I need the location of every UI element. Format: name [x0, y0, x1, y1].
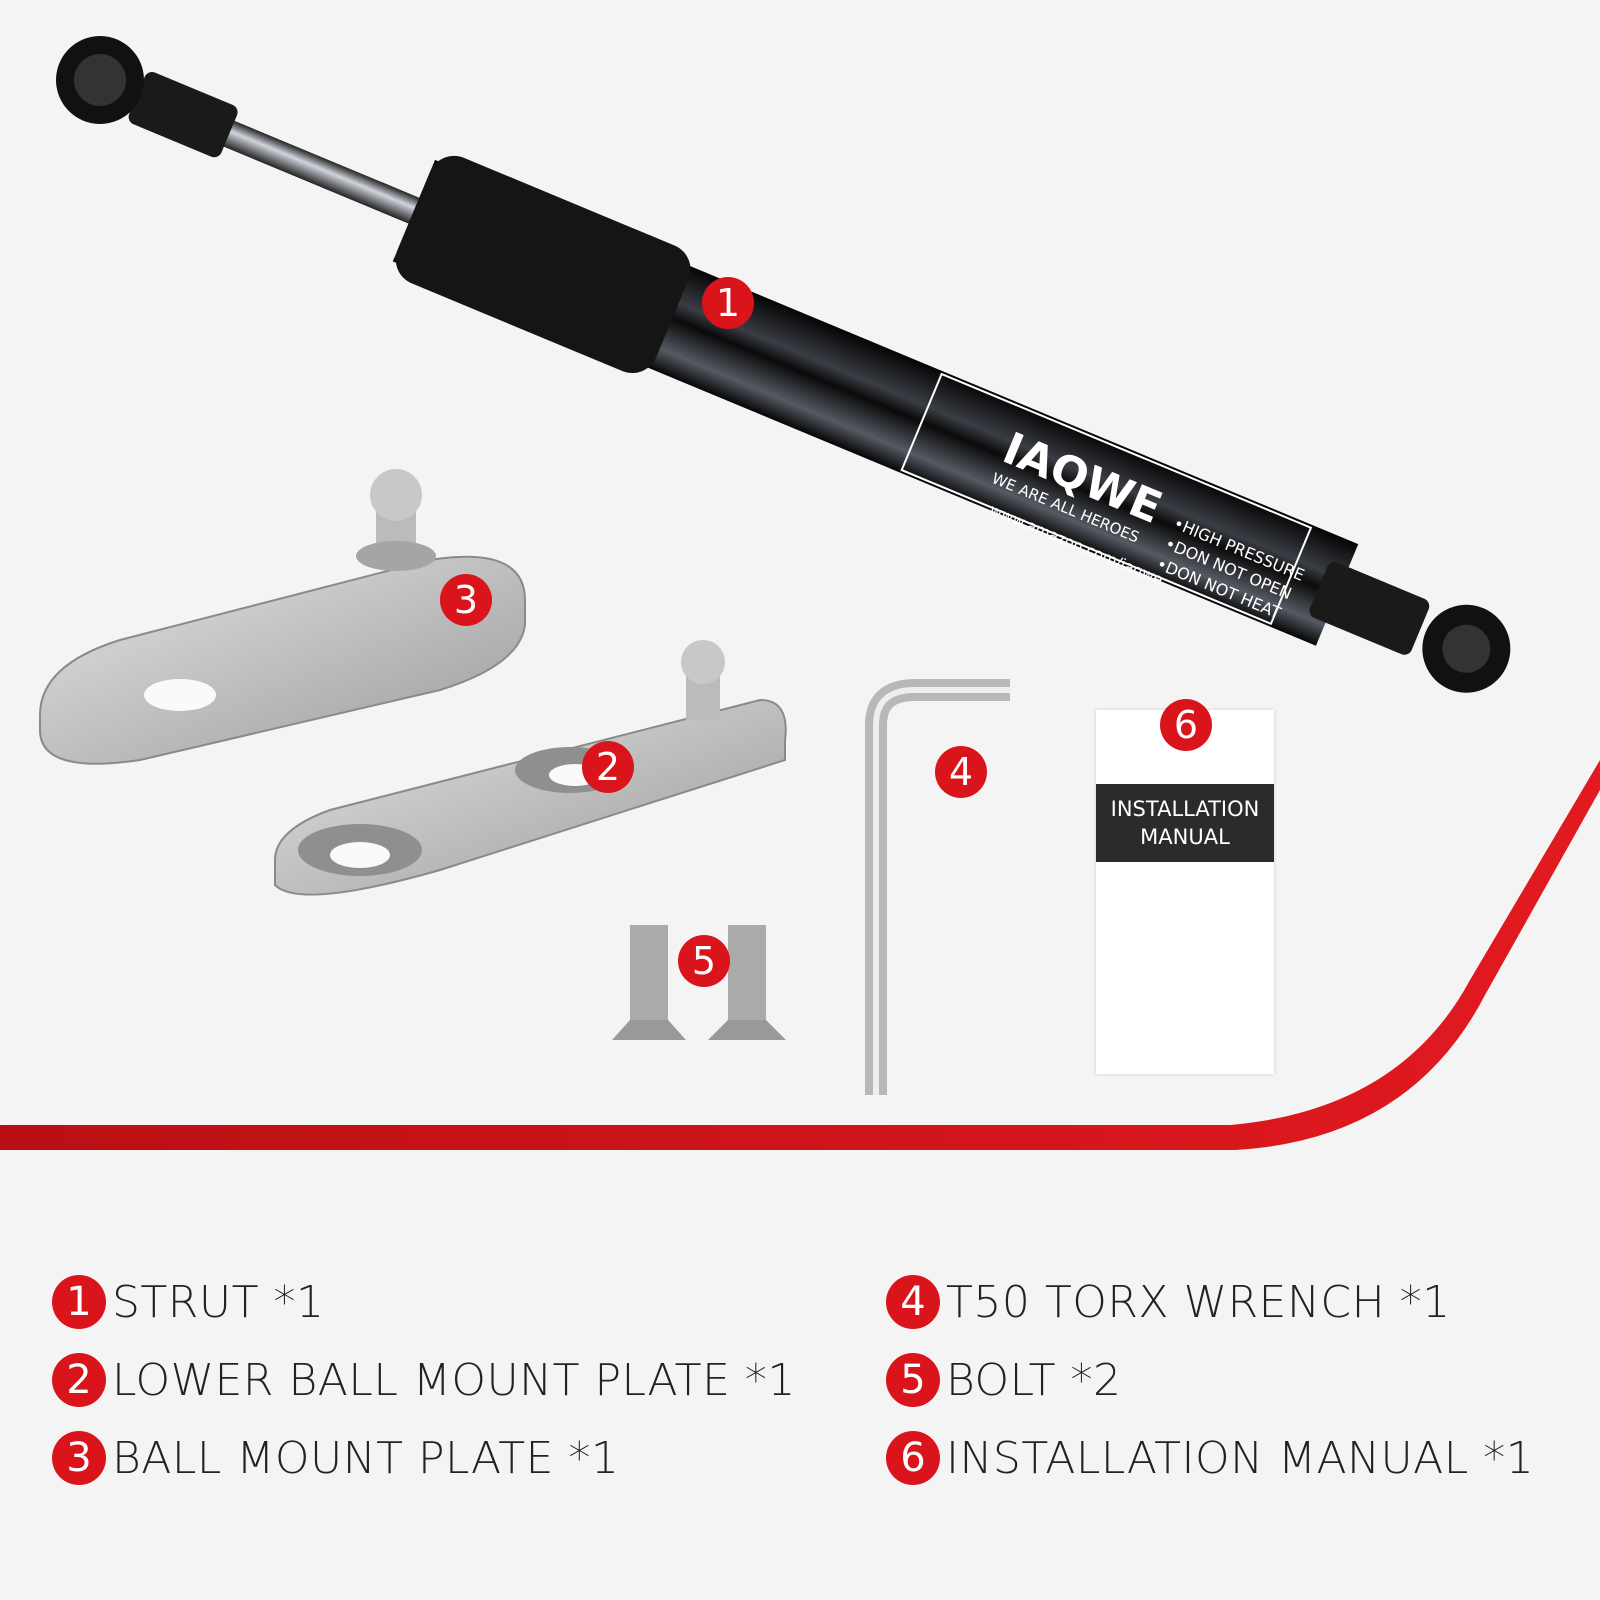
manual-title-line2: MANUAL	[1140, 825, 1230, 849]
installation-manual: INSTALLATION MANUAL	[1096, 710, 1274, 1074]
bolts	[612, 925, 786, 1040]
red-swoosh	[0, 760, 1600, 1150]
item-label: LOWER BALL MOUNT PLATE *1	[112, 1354, 796, 1406]
item-label: BOLT *2	[946, 1354, 1122, 1406]
callout-6: 6	[1160, 699, 1212, 751]
callout-4: 4	[935, 746, 987, 798]
callout-5: 5	[678, 935, 730, 987]
item-number: 4	[886, 1275, 940, 1329]
callout-2: 2	[582, 741, 634, 793]
strut	[55, 35, 1511, 693]
item-number: 5	[886, 1353, 940, 1407]
callout-3: 3	[440, 574, 492, 626]
item-label: BALL MOUNT PLATE *1	[112, 1432, 620, 1484]
item-number: 1	[52, 1275, 106, 1329]
item-label: STRUT *1	[112, 1276, 325, 1328]
item-number: 6	[886, 1431, 940, 1485]
item-number: 3	[52, 1431, 106, 1485]
torx-wrench	[865, 679, 1010, 1095]
item-label: T50 TORX WRENCH *1	[946, 1276, 1451, 1328]
manual-title-line1: INSTALLATION	[1110, 797, 1260, 821]
item-number: 2	[52, 1353, 106, 1407]
item-label: INSTALLATION MANUAL *1	[946, 1432, 1535, 1484]
callout-1: 1	[702, 277, 754, 329]
lower-ball-mount-plate	[274, 640, 787, 896]
ball-mount-plate	[39, 469, 526, 765]
